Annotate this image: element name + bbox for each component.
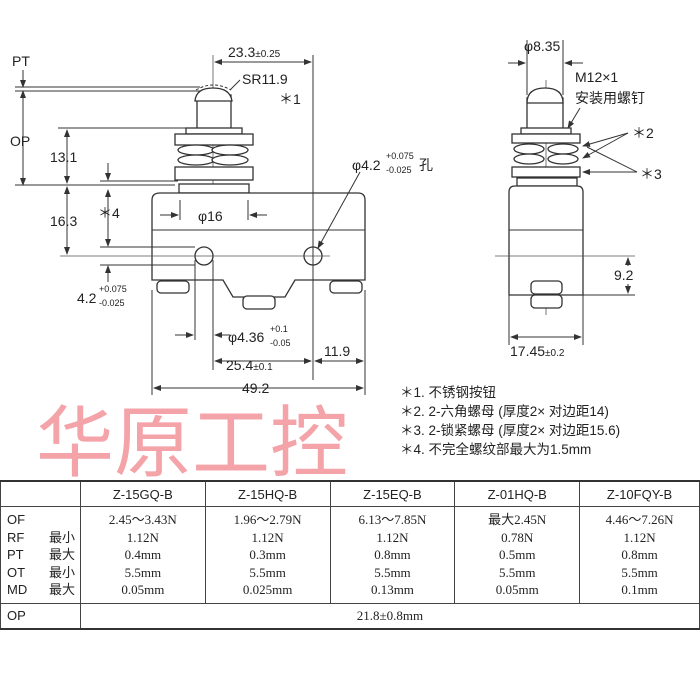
phi4-36: φ4.36 (228, 329, 265, 345)
note3-mark: ＊3 (640, 166, 662, 182)
dim-17-45: 17.45±0.2 (510, 343, 565, 359)
thread-desc: 安装用螺钉 (575, 90, 645, 106)
right-view-switch-body (495, 40, 638, 345)
thread-label: M12×1 (575, 69, 618, 85)
footnotes: ＊1. 不锈钢按钮 ＊2. 2-六角螺母 (厚度2× 对边距14) ＊3. 2-… (400, 385, 620, 457)
note1-mark: ＊1 (279, 91, 301, 107)
phi4-2-tol-plus: +0.075 (386, 151, 414, 161)
note-2: ＊2. 2-六角螺母 (厚度2× 对边距14) (400, 404, 609, 419)
dim-4-2-tol-plus: +0.075 (99, 284, 127, 294)
left-view-switch-body (15, 55, 366, 395)
dim-9-2: 9.2 (614, 267, 634, 283)
phi8-35: φ8.35 (524, 38, 561, 54)
spec-table: Z-15GQ-B Z-15HQ-B Z-15EQ-B Z-01HQ-B Z-10… (0, 480, 700, 630)
param-row-of: OF (7, 512, 26, 527)
column-header: Z-10FQY-B (579, 480, 700, 507)
op-row-label: OP (0, 602, 81, 630)
phi4-2-label: φ4.2 (352, 157, 381, 173)
dim-23-3: 23.3±0.25 (228, 44, 281, 60)
column-header: Z-15HQ-B (204, 480, 331, 507)
phi4-36-tol-plus: +0.1 (270, 324, 288, 334)
dim-4-2: 4.2 (77, 290, 97, 306)
note4-mark: ＊4 (98, 205, 120, 221)
phi16-label: φ16 (198, 208, 223, 224)
watermark: 华原工控 (36, 399, 348, 480)
dim-16-3: 16.3 (50, 213, 77, 229)
dim-4-2-tol-minus: -0.025 (99, 298, 125, 308)
column-header: Z-15GQ-B (79, 480, 206, 507)
dim-13-1: 13.1 (50, 149, 77, 165)
column-header: Z-01HQ-B (454, 480, 581, 507)
phi4-2-tol-minus: -0.025 (386, 165, 412, 175)
left-view-labels: PT OP 13.1 16.3 ＊4 23.3±0.25 SR11.9 ＊1 φ… (10, 44, 433, 396)
note-1: ＊1. 不锈钢按钮 (400, 385, 496, 400)
header-empty (0, 480, 81, 507)
note-3: ＊3. 2-锁紧螺母 (厚度2× 对边距15.6) (400, 423, 620, 438)
sr-label: SR11.9 (242, 71, 288, 87)
phi4-36-tol-minus: -0.05 (270, 338, 291, 348)
op-label: OP (10, 133, 30, 149)
op-row-value: 21.8±0.8mm (79, 602, 700, 630)
dimension-drawing: 华原工控 (10, 38, 662, 480)
dim-49-2: 49.2 (242, 380, 269, 396)
dim-11-9: 11.9 (324, 343, 350, 359)
hole-label: 孔 (419, 157, 433, 173)
column-header: Z-15EQ-B (329, 480, 456, 507)
op-row: OP 21.8±0.8mm (0, 602, 700, 630)
pt-label: PT (12, 53, 30, 69)
table-header-row: Z-15GQ-B Z-15HQ-B Z-15EQ-B Z-01HQ-B Z-10… (0, 480, 700, 507)
right-view-labels: φ8.35 M12×1 安装用螺钉 ＊2 ＊3 9.2 17.45±0.2 (510, 38, 662, 359)
note-4: ＊4. 不完全螺纹部最大为1.5mm (400, 441, 591, 457)
note2-mark: ＊2 (632, 125, 654, 141)
dim-25-4: 25.4±0.1 (226, 357, 273, 373)
